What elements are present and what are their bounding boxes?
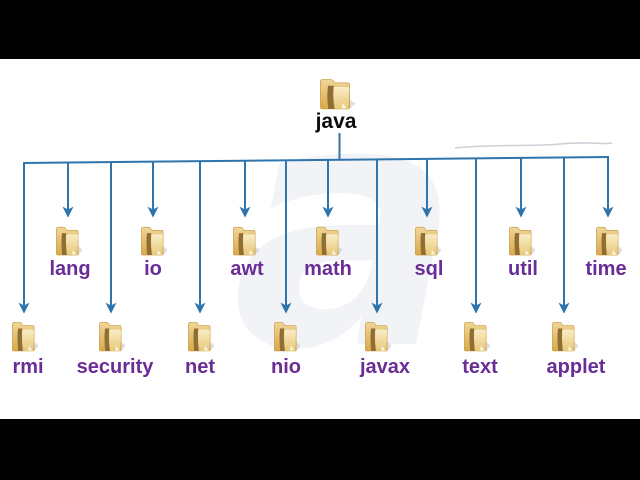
folder-icon <box>232 226 260 256</box>
folder-icon <box>55 226 83 256</box>
connector-lines <box>18 133 614 314</box>
package-node-io: io <box>105 222 201 280</box>
package-node-sql: sql <box>379 222 475 280</box>
folder-icon <box>273 321 301 352</box>
package-node-javax: javax <box>329 317 425 378</box>
folder-icon <box>315 226 343 256</box>
folder-icon <box>414 226 442 256</box>
package-label-javax: javax <box>359 356 411 378</box>
package-node-time: time <box>560 222 640 280</box>
folder-icon <box>98 321 126 352</box>
package-node-awt: awt <box>197 222 293 280</box>
package-label-applet: applet <box>546 356 606 378</box>
folder-icon <box>11 321 39 352</box>
package-node-java: java <box>288 74 384 132</box>
connector-horizontal <box>22 156 610 164</box>
package-label-nio: nio <box>271 356 301 378</box>
diagram-canvas: a java lang io awt math sql util time rm… <box>0 59 640 419</box>
folder-icon <box>140 226 168 256</box>
package-label-net: net <box>185 356 215 378</box>
package-node-applet: applet <box>516 317 612 378</box>
package-node-security: security <box>63 317 159 378</box>
package-node-math: math <box>280 222 376 280</box>
package-node-util: util <box>473 222 569 280</box>
package-label-time: time <box>585 258 627 280</box>
package-label-awt: awt <box>230 258 264 280</box>
package-label-rmi: rmi <box>12 356 44 378</box>
package-node-lang: lang <box>20 222 116 280</box>
package-label-math: math <box>304 258 352 280</box>
letterbox-bottom <box>0 419 640 480</box>
folder-icon <box>187 321 215 352</box>
package-label-java: java <box>315 110 357 133</box>
connector-shadow-line <box>454 142 613 149</box>
folder-icon <box>508 226 536 256</box>
package-node-net: net <box>152 317 248 378</box>
folder-icon <box>364 321 392 352</box>
folder-icon <box>595 226 623 256</box>
letterbox-top <box>0 0 640 59</box>
folder-icon <box>463 321 491 352</box>
package-tree: java lang io awt math sql util time rmi … <box>0 59 640 419</box>
package-node-rmi: rmi <box>0 317 72 378</box>
package-node-nio: nio <box>238 317 334 378</box>
package-node-text: text <box>428 317 524 378</box>
package-label-io: io <box>144 258 162 280</box>
folder-icon <box>551 321 579 352</box>
package-label-security: security <box>76 356 154 378</box>
package-label-util: util <box>508 258 538 280</box>
folder-icon <box>320 78 356 110</box>
package-label-text: text <box>462 356 498 378</box>
package-label-lang: lang <box>49 258 91 280</box>
package-label-sql: sql <box>414 258 444 280</box>
